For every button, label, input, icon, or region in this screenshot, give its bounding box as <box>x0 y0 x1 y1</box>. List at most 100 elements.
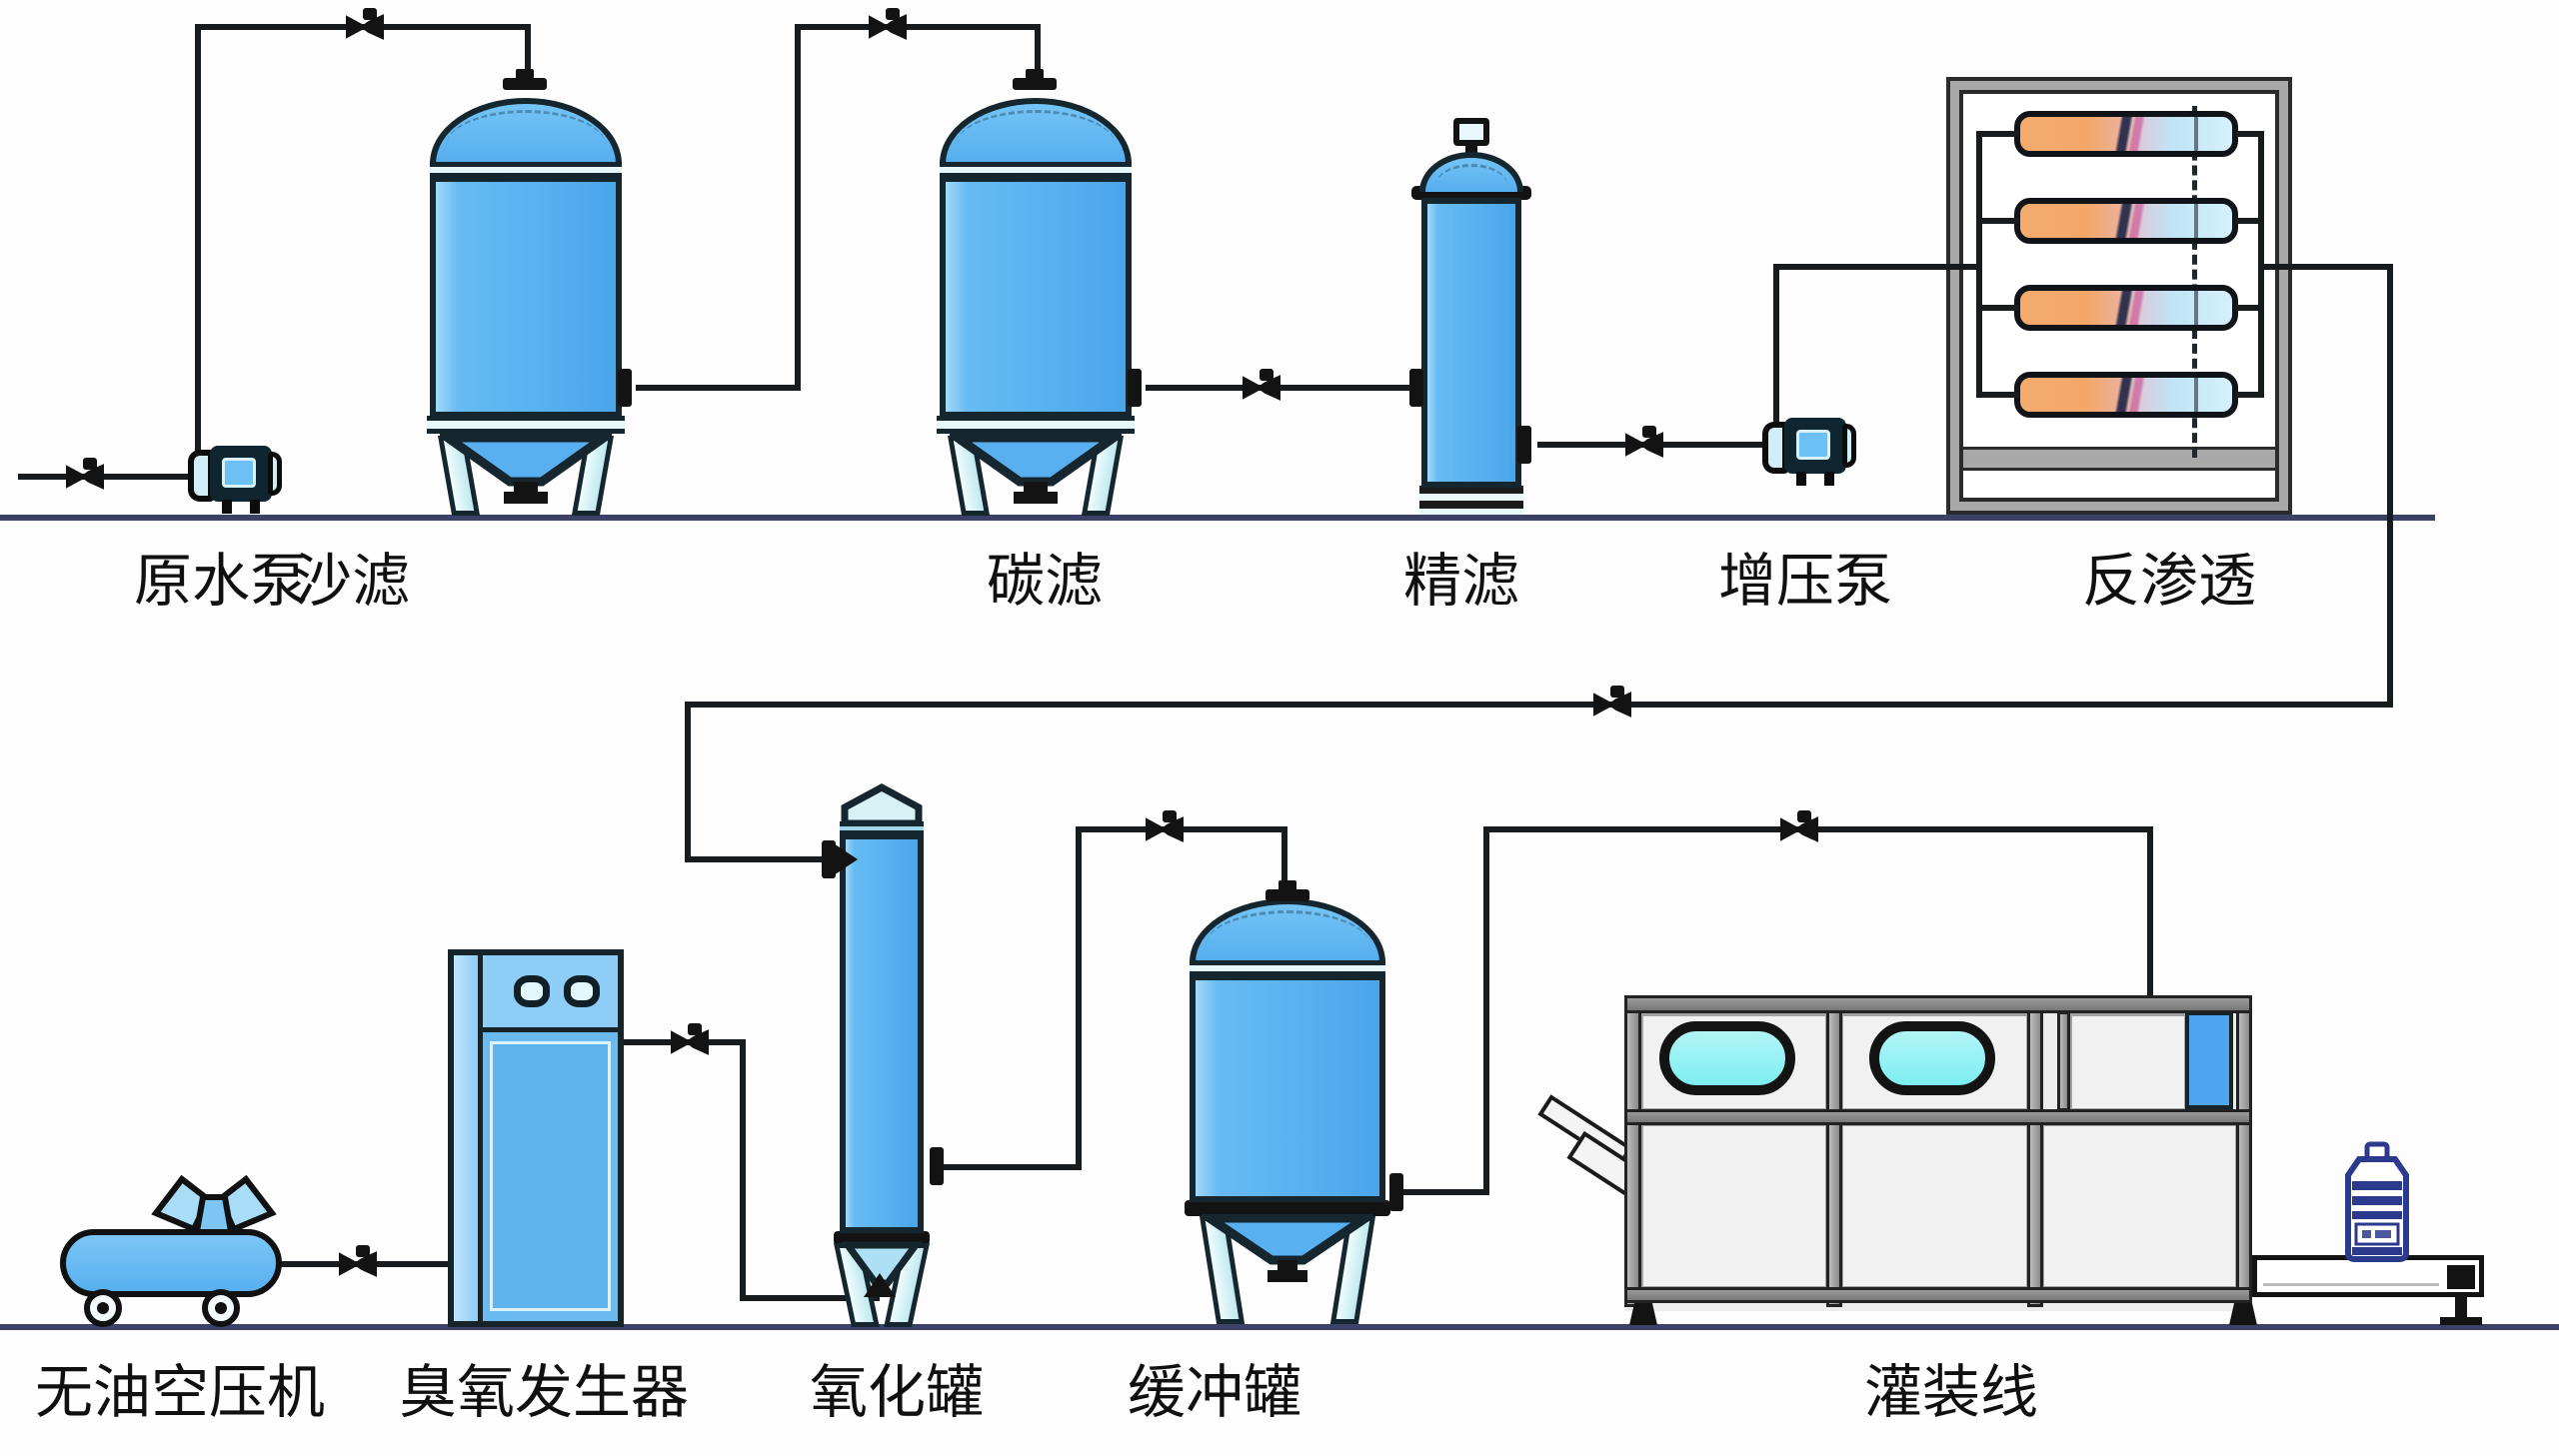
tank-dome <box>1190 898 1385 962</box>
label-sand-filter: 沙滤 <box>293 547 411 615</box>
pipe-oxidation-inlet <box>685 856 847 862</box>
machine-window <box>1869 1021 1995 1095</box>
tank-body <box>940 176 1132 418</box>
pipe-top-2 <box>795 24 1041 30</box>
pump-window <box>1796 430 1830 460</box>
water-bottle <box>2345 1141 2409 1262</box>
pipe-sand-drop <box>525 24 531 86</box>
pipe-sand-out <box>636 385 801 391</box>
pipe-ro-stub <box>1979 131 2019 137</box>
tank-body <box>430 176 622 418</box>
tank-cone <box>440 433 612 504</box>
machine-blue-panel <box>2185 1011 2233 1109</box>
valve-icon <box>1780 810 1818 843</box>
ro-membrane-vessel <box>2014 372 2238 418</box>
flange-icon <box>1389 1173 1403 1211</box>
pipe-ozone-bottom <box>740 1295 880 1301</box>
pipe-oxidation-out <box>936 1164 1082 1170</box>
label-fine-filter: 精滤 <box>1402 547 1520 615</box>
cabinet-left-strip <box>454 955 483 1321</box>
indicator-icon <box>564 975 600 1007</box>
valve-icon <box>1243 369 1280 402</box>
pipe-transfer-down <box>685 702 691 862</box>
label-raw-water-pump: 原水泵 <box>133 547 309 615</box>
label-buffer-tank: 缓冲罐 <box>1127 1358 1302 1426</box>
valve-icon <box>66 458 104 491</box>
label-filling-line: 灌装线 <box>1863 1358 2039 1426</box>
pipe-ro-stub <box>2235 131 2261 137</box>
conveyor-leg <box>2455 1297 2467 1321</box>
tank-collar <box>1185 1200 1390 1216</box>
pipe-ro-stub <box>1979 392 2019 398</box>
pipe-permeate-h <box>2258 264 2393 270</box>
ro-membrane-vessel <box>2014 198 2238 244</box>
ro-rack-rail <box>1960 447 2278 471</box>
flange-icon <box>1517 426 1531 464</box>
valve-icon <box>671 1023 709 1056</box>
pipe-transfer <box>685 702 2393 708</box>
filter-cap <box>1453 118 1489 146</box>
machine-window <box>1659 1021 1795 1095</box>
ozone-generator-cabinet <box>448 949 624 1327</box>
valve-icon <box>869 8 907 41</box>
label-oxidation-tank: 氧化罐 <box>809 1358 985 1426</box>
machine-foot <box>1629 1303 1657 1325</box>
label-air-compressor: 无油空压机 <box>34 1358 326 1426</box>
label-carbon-filter: 碳滤 <box>986 547 1104 615</box>
valve-icon <box>346 8 384 41</box>
carbon-filter-tank <box>937 98 1135 518</box>
flange-icon <box>930 1147 944 1185</box>
pipe-ro-stub <box>2235 218 2261 224</box>
pipe-filler-top <box>1483 826 2153 832</box>
pipe-up-1 <box>795 24 801 391</box>
pipe-buffer-drop <box>1281 826 1287 896</box>
conveyor-foot <box>2440 1317 2482 1325</box>
pump-window <box>222 458 256 488</box>
tank-dome <box>430 98 622 164</box>
pipe-ro-manifold-left <box>1976 131 1982 398</box>
pipe-oxidation-up <box>1076 826 1082 1170</box>
pipe-ro-stub <box>2235 392 2261 398</box>
pipe-ro-stub <box>1979 305 2019 311</box>
compressor-motor <box>151 1174 277 1239</box>
tank-body <box>1190 974 1385 1202</box>
pipe-booster-riser <box>1773 264 1779 424</box>
label-booster-pump: 增压泵 <box>1717 547 1893 615</box>
label-ozone-generator: 臭氧发生器 <box>398 1358 690 1426</box>
pipe-ro-inlet <box>1773 264 1979 270</box>
cabinet-main-panel <box>490 1041 611 1311</box>
flange-icon <box>1409 369 1423 407</box>
flange-icon <box>503 78 547 90</box>
pipe-ro-stub <box>1979 218 2019 224</box>
ro-membrane-vessel <box>2014 285 2238 331</box>
pipe-buffer-out <box>1397 1189 1489 1195</box>
booster-pump <box>1762 418 1858 488</box>
buffer-tank <box>1185 884 1390 1329</box>
filter-body <box>1421 198 1521 488</box>
filling-machine <box>1624 995 2252 1311</box>
valve-icon <box>1593 686 1631 719</box>
indicator-icon <box>514 975 550 1007</box>
ground-line-row2 <box>0 1324 2559 1330</box>
tank-cone <box>950 433 1122 504</box>
pipe-filler-drop <box>2147 826 2153 1001</box>
pipe-ozone-down <box>740 1039 746 1301</box>
tank-dome <box>940 98 1132 164</box>
fine-filter-vessel <box>1411 116 1531 521</box>
pump-cap <box>268 452 282 496</box>
compressor-tank <box>60 1229 282 1297</box>
flange-icon <box>1013 78 1057 90</box>
oxidation-tank <box>834 781 930 1329</box>
pipe-carbon-drop <box>1035 24 1041 86</box>
valve-icon <box>339 1245 377 1278</box>
pipe-inlet <box>18 474 198 480</box>
ground-line-row1 <box>0 515 2435 521</box>
ro-dashed-line <box>2192 106 2197 458</box>
air-compressor <box>60 1163 290 1329</box>
flange-icon <box>618 369 632 407</box>
conveyor-motor <box>2447 1265 2475 1289</box>
sand-filter-tank <box>427 98 625 518</box>
pipe-pump-riser <box>195 24 201 476</box>
valve-icon <box>1146 810 1184 843</box>
machine-foot <box>2229 1303 2257 1325</box>
